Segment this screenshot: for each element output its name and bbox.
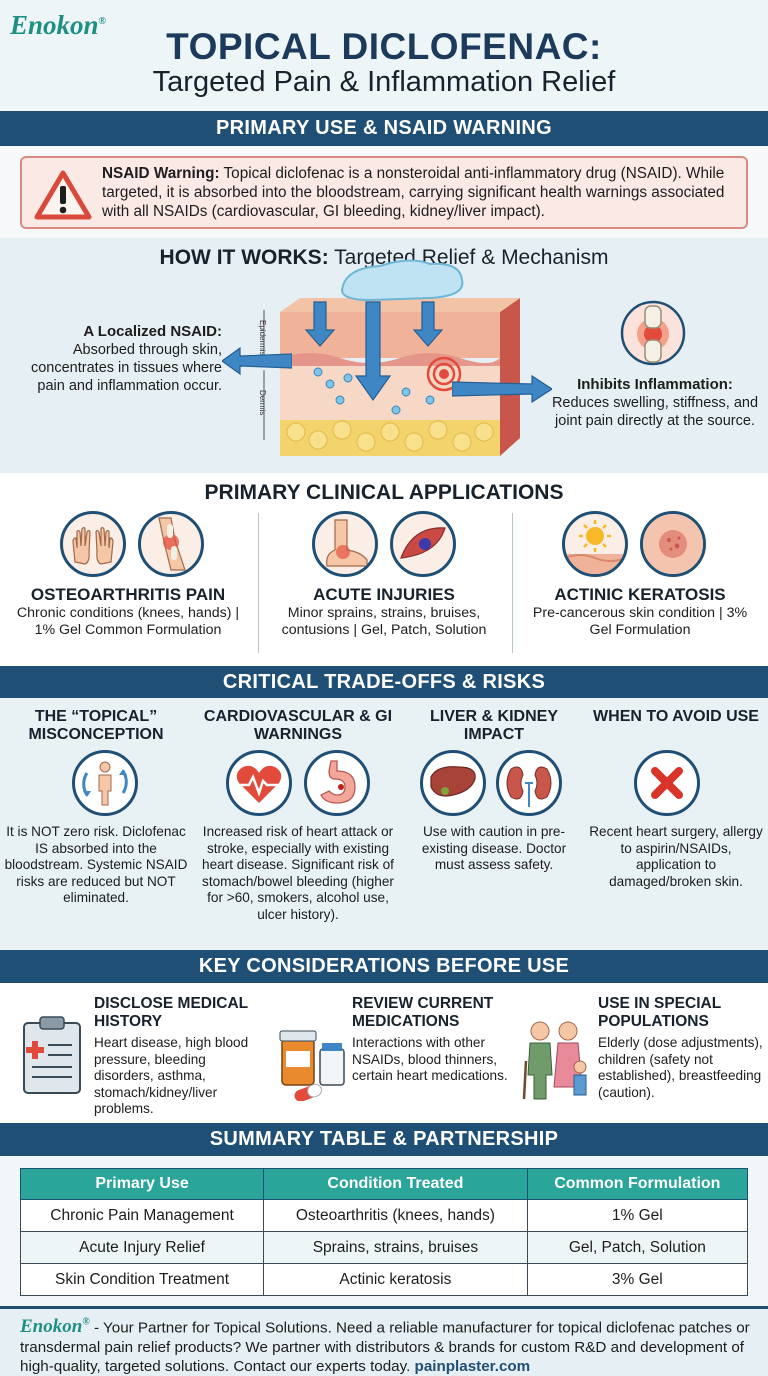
risk-text: Use with caution in pre-existing disease…	[421, 824, 567, 872]
app-actinic-keratosis: ACTINIC KERATOSIS Pre-cancerous skin con…	[512, 509, 768, 659]
table-cell: Chronic Pain Management	[19, 1199, 265, 1232]
family-icon	[522, 1021, 587, 1100]
inhibits-inflammation-callout: Inhibits Inflammation: Reduces swelling,…	[551, 376, 759, 429]
consideration-medical-history: DISCLOSE MEDICAL HISTORY Heart disease, …	[0, 993, 256, 1118]
divider	[258, 513, 259, 653]
risks-section: THE “TOPICAL” MISCONCEPTION It is NOT ze…	[0, 698, 768, 950]
nsaid-warning-box: NSAID Warning: Topical diclofenac is a n…	[20, 156, 748, 229]
consideration-text: Elderly (dose adjustments), children (sa…	[598, 1035, 763, 1100]
person-cycle-icon	[72, 750, 138, 816]
risk-title: CARDIOVASCULAR & GI WARNINGS	[203, 708, 393, 743]
table-cell: Acute Injury Relief	[19, 1231, 265, 1264]
risk-when-to-avoid: WHEN TO AVOID USE Recent heart surgery, …	[584, 698, 768, 950]
risk-liver-kidney: LIVER & KIDNEY IMPACT Use with caution i…	[404, 698, 584, 950]
risk-title: LIVER & KIDNEY IMPACT	[429, 708, 558, 743]
website-link[interactable]: painplaster.com	[414, 1358, 531, 1376]
left-arrow-icon	[222, 346, 292, 376]
warning-section: NSAID Warning: Topical diclofenac is a n…	[0, 146, 768, 238]
table-header-row: Primary Use Condition Treated Common For…	[19, 1168, 749, 1200]
joint-inflammation-icon	[620, 300, 686, 366]
footer-brand-logo: Enokon®	[20, 1316, 90, 1338]
table-row: Chronic Pain Management Osteoarthritis (…	[19, 1199, 749, 1232]
knee-icon	[138, 511, 204, 577]
table-cell: Actinic keratosis	[263, 1263, 528, 1296]
right-arrow-icon	[452, 374, 552, 404]
muscle-strain-icon	[390, 511, 456, 577]
skin-lesion-icon	[640, 511, 706, 577]
how-it-works-section: HOW IT WORKS: Targeted Relief & Mechanis…	[0, 238, 768, 473]
risk-topical-misconception: THE “TOPICAL” MISCONCEPTION It is NOT ze…	[0, 698, 192, 950]
consideration-title: DISCLOSE MEDICAL HISTORY	[94, 995, 248, 1030]
column-header: Condition Treated	[263, 1168, 528, 1200]
table-row: Acute Injury Relief Sprains, strains, br…	[19, 1231, 749, 1264]
risk-title: THE “TOPICAL” MISCONCEPTION	[28, 708, 164, 743]
section-header-primary-use: PRIMARY USE & NSAID WARNING	[0, 111, 768, 146]
section-header-trade-offs: CRITICAL TRADE-OFFS & RISKS	[0, 666, 768, 698]
app-acute-injuries: ACUTE INJURIES Minor sprains, strains, b…	[256, 509, 512, 659]
app-name: ACUTE INJURIES	[313, 585, 455, 604]
consideration-text: Heart disease, high blood pressure, blee…	[94, 1035, 249, 1116]
footer-text: Enokon® - Your Partner for Topical Solut…	[20, 1316, 750, 1376]
heart-icon	[226, 750, 292, 816]
risk-text: Increased risk of heart attack or stroke…	[202, 824, 394, 922]
consideration-special-populations: USE IN SPECIAL POPULATIONS Elderly (dose…	[518, 993, 768, 1118]
table-cell: 3% Gel	[526, 1263, 749, 1296]
table-cell: Skin Condition Treatment	[19, 1263, 265, 1296]
svg-text:Dermis: Dermis	[258, 390, 267, 415]
risk-text: Recent heart surgery, allergy to aspirin…	[589, 824, 763, 889]
section-header-key-considerations: KEY CONSIDERATIONS BEFORE USE	[0, 950, 768, 983]
page-title: TOPICAL DICLOFENAC:	[166, 26, 602, 67]
liver-icon	[420, 750, 486, 816]
table-cell: Sprains, strains, bruises	[263, 1231, 528, 1264]
column-header: Common Formulation	[526, 1168, 749, 1200]
brand-logo: Enokon®	[10, 10, 107, 40]
table-cell: Osteoarthritis (knees, hands)	[263, 1199, 528, 1232]
localized-nsaid-callout: A Localized NSAID: Absorbed through skin…	[30, 323, 222, 394]
consideration-title: REVIEW CURRENT MEDICATIONS	[352, 995, 494, 1030]
app-name: OSTEOARTHRITIS PAIN	[30, 585, 226, 604]
consideration-medications: REVIEW CURRENT MEDICATIONS Interactions …	[272, 993, 528, 1118]
page-subtitle: Targeted Pain & Inflammation Relief	[152, 66, 616, 98]
app-osteoarthritis: OSTEOARTHRITIS PAIN Chronic conditions (…	[0, 509, 256, 659]
svg-text:Epidermis: Epidermis	[258, 320, 267, 356]
key-considerations-section: DISCLOSE MEDICAL HISTORY Heart disease, …	[0, 983, 768, 1123]
risk-title: WHEN TO AVOID USE	[593, 708, 759, 725]
x-mark-icon	[634, 750, 700, 816]
app-name: ACTINIC KERATOSIS	[554, 585, 726, 604]
section-header-summary: SUMMARY TABLE & PARTNERSHIP	[0, 1123, 768, 1156]
table-cell: 1% Gel	[526, 1199, 749, 1232]
hands-icon	[60, 511, 126, 577]
summary-table: Primary Use Condition Treated Common For…	[19, 1168, 749, 1296]
header: Enokon® TOPICAL DICLOFENAC: Targeted Pai…	[0, 0, 768, 108]
app-description: Chronic conditions (knees, hands) | 1% G…	[16, 605, 240, 638]
kidneys-icon	[496, 750, 562, 816]
warning-triangle-icon	[34, 170, 92, 220]
ankle-icon	[312, 511, 378, 577]
table-row: Skin Condition Treatment Actinic keratos…	[19, 1263, 749, 1296]
footer: Enokon® - Your Partner for Topical Solut…	[0, 1306, 768, 1376]
app-description: Pre-cancerous skin condition | 3% Gel Fo…	[532, 605, 748, 638]
clinical-applications-section: PRIMARY CLINICAL APPLICATIONS	[0, 473, 768, 666]
app-description: Minor sprains, strains, bruises, contusi…	[281, 605, 487, 638]
stomach-icon	[304, 750, 370, 816]
column-header: Primary Use	[19, 1168, 265, 1200]
summary-section: Primary Use Condition Treated Common For…	[0, 1156, 768, 1306]
skin-cross-section-illustration: Epidermis Dermis	[258, 259, 520, 456]
table-cell: Gel, Patch, Solution	[526, 1231, 749, 1264]
risk-text: It is NOT zero risk. Diclofenac IS absor…	[4, 824, 188, 905]
clinical-applications-title: PRIMARY CLINICAL APPLICATIONS	[204, 481, 564, 504]
clipboard-icon	[23, 1016, 81, 1094]
consideration-text: Interactions with other NSAIDs, blood th…	[352, 1035, 508, 1083]
consideration-title: USE IN SPECIAL POPULATIONS	[598, 995, 721, 1030]
risk-cardiovascular-gi: CARDIOVASCULAR & GI WARNINGS Increased r…	[192, 698, 404, 950]
divider	[512, 513, 513, 653]
medication-bottles-icon	[279, 1030, 345, 1101]
sun-skin-icon	[562, 511, 628, 577]
warning-text: NSAID Warning: Topical diclofenac is a n…	[102, 165, 725, 220]
